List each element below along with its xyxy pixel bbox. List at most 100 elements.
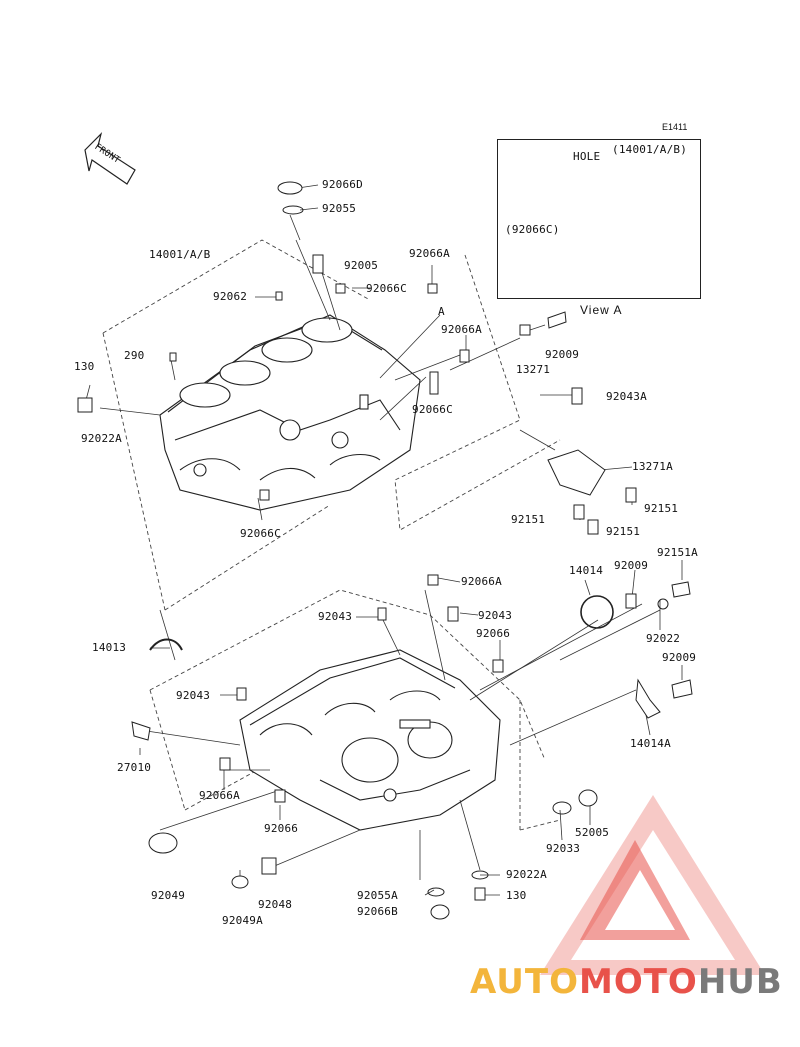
diagram-code: E1411	[662, 122, 688, 132]
label-92066D: 92066D	[322, 178, 363, 191]
plug-92066A-low-icon	[427, 574, 439, 586]
bolt-92151-r-icon	[625, 487, 637, 503]
plug-92066C-bot-icon	[259, 489, 270, 501]
inset-caption: View A	[580, 303, 623, 317]
front-arrow-icon	[84, 132, 136, 185]
label-92151-r: 92151	[644, 502, 679, 515]
lower-crankcase-frame	[149, 589, 561, 831]
label-92151-b: 92151	[606, 525, 641, 538]
plug-92066D-icon	[277, 181, 303, 195]
label-92066: 92066	[476, 627, 511, 640]
inset-hole-label: HOLE	[573, 150, 601, 163]
label-130-bot: 130	[506, 889, 527, 902]
upper-crankcase	[159, 314, 421, 511]
plug-52005-icon	[578, 789, 598, 807]
label-27010: 27010	[117, 761, 152, 774]
bolt-130-bot-icon	[474, 887, 486, 901]
label-92009-low: 92009	[662, 651, 697, 664]
label-92022A-bot: 92022A	[506, 868, 547, 881]
label-92022: 92022	[646, 632, 681, 645]
label-14001: 14001/A/B	[149, 248, 211, 261]
label-92066-bot: 92066	[264, 822, 299, 835]
label-13271A: 13271A	[632, 460, 673, 473]
plug-92066A-top-icon	[427, 283, 438, 294]
plate-13271A-icon	[547, 449, 606, 496]
bolt-92009-low-icon	[671, 679, 693, 699]
label-92048: 92048	[258, 898, 293, 911]
dowel-92062-icon	[275, 291, 283, 301]
dowel-92043A-icon	[571, 387, 583, 405]
label-92066C-top: 92066C	[366, 282, 407, 295]
label-92043A: 92043A	[606, 390, 647, 403]
cover-14014-icon	[580, 595, 614, 629]
oring-92055A-icon	[427, 887, 445, 897]
washer-92022A-bot-icon	[471, 870, 489, 880]
plug-92066-icon	[492, 659, 504, 673]
bolt-92009-top-icon	[547, 311, 567, 329]
label-92043-c: 92043	[176, 689, 211, 702]
upper-crankcase-frame	[102, 239, 561, 611]
bolt-92009-mid-icon	[625, 593, 637, 609]
label-92009-top: 92009	[545, 348, 580, 361]
label-52005: 52005	[575, 826, 610, 839]
label-92033: 92033	[546, 842, 581, 855]
seal-92033-icon	[552, 801, 572, 815]
label-92009-mid: 92009	[614, 559, 649, 572]
dowel-92043-c-icon	[236, 687, 247, 701]
bolt-92151A-icon	[671, 581, 691, 598]
inset-view-a	[497, 139, 701, 299]
label-92066A-bot: 92066A	[199, 789, 240, 802]
bolt-92151-b-icon	[587, 519, 599, 535]
bolt-92022A-left-icon	[77, 397, 93, 413]
dowel-92005-icon	[312, 254, 324, 274]
plug-92066A-bot-icon	[219, 757, 231, 771]
label-14013: 14013	[92, 641, 127, 654]
watermark-text: AUTOMOTOHUB	[470, 962, 783, 1002]
bolt-92066C-mid-icon	[429, 371, 439, 395]
label-92005: 92005	[344, 259, 379, 272]
filter-92066B-icon	[430, 904, 450, 920]
label-92066A-low: 92066A	[461, 575, 502, 588]
label-13271: 13271	[516, 363, 551, 376]
label-130-top: 130	[74, 360, 95, 373]
bolt-92151-l-icon	[573, 504, 585, 520]
switch-27010-icon	[131, 721, 151, 741]
washer-92022-icon	[657, 598, 669, 610]
washer-13271-icon	[519, 324, 531, 336]
label-290: 290	[124, 349, 145, 362]
seal-14013-icon	[149, 638, 183, 651]
label-92066C-bot: 92066C	[240, 527, 281, 540]
label-92055A: 92055A	[357, 889, 398, 902]
dowel-92043-a-icon	[377, 607, 387, 621]
seal-92049-icon	[148, 832, 178, 854]
label-14014A: 14014A	[630, 737, 671, 750]
label-92151A: 92151A	[657, 546, 698, 559]
label-92043-a: 92043	[318, 610, 353, 623]
dowel-92043-b-icon	[447, 606, 459, 622]
seal-92049A-icon	[231, 875, 249, 889]
label-92043-b: 92043	[478, 609, 513, 622]
label-92049A: 92049A	[222, 914, 263, 927]
label-14014: 14014	[569, 564, 604, 577]
plug-92066C-icon	[335, 283, 346, 294]
label-92062: 92062	[213, 290, 248, 303]
label-92066C-mid: 92066C	[412, 403, 453, 416]
bearing-92048-icon	[261, 857, 277, 875]
inset-part-ref: (14001/A/B)	[612, 143, 688, 156]
inset-ref-c: (92066C)	[505, 223, 560, 236]
dowel-290-icon	[169, 352, 177, 362]
label-92022A-left: 92022A	[81, 432, 122, 445]
label-92066A-top: 92066A	[409, 247, 450, 260]
plug-92066A-mid-icon	[459, 349, 470, 363]
label-92066A-mid: 92066A	[441, 323, 482, 336]
plug-92066-bot-icon	[274, 789, 286, 803]
label-A: A	[438, 305, 445, 318]
label-92055: 92055	[322, 202, 357, 215]
watermark-logo-icon	[540, 795, 765, 975]
small-parts	[77, 181, 693, 920]
label-92151-l: 92151	[511, 513, 546, 526]
oring-92055-icon	[282, 205, 304, 215]
label-92049: 92049	[151, 889, 186, 902]
bracket-14014A-icon	[635, 678, 661, 719]
